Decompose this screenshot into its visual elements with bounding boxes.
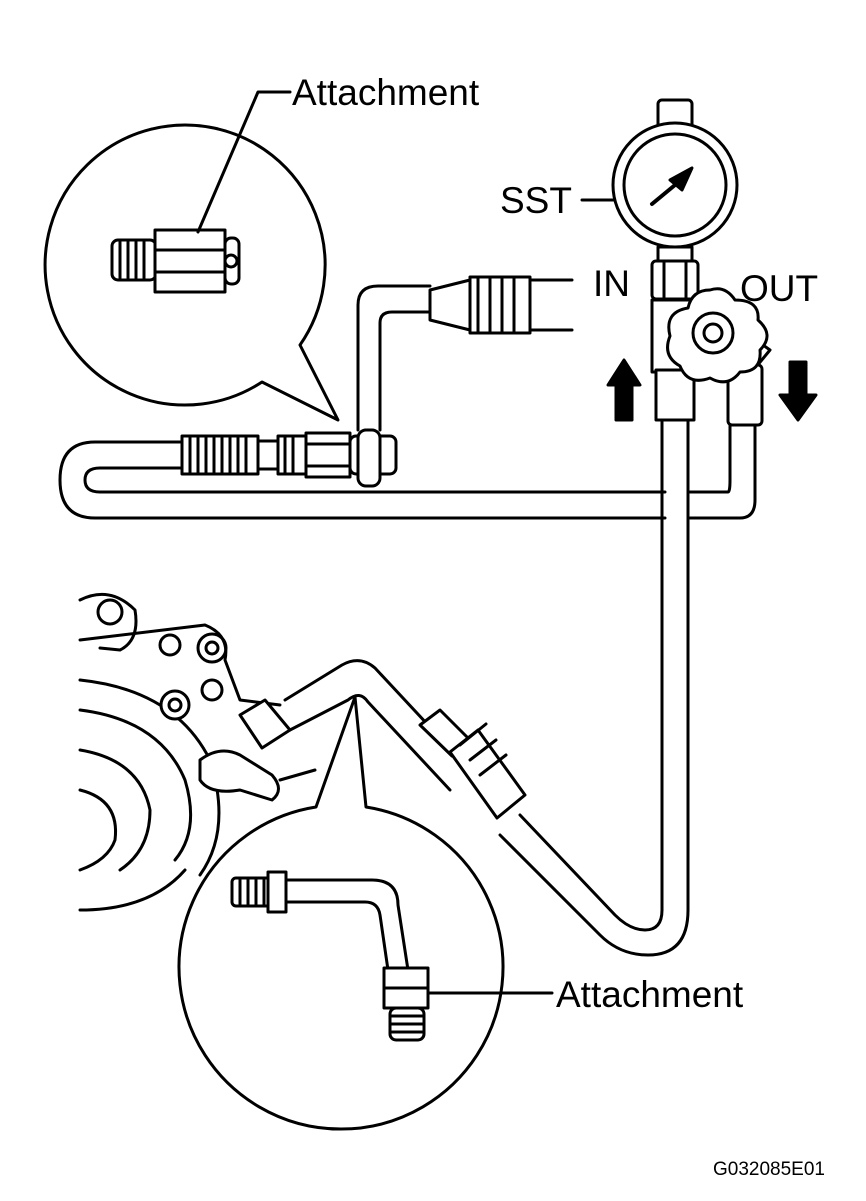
upper-hose-coupling	[180, 428, 398, 488]
label-attachment-top: Attachment	[292, 72, 480, 113]
leader-attachment-top	[196, 90, 292, 234]
label-out: OUT	[740, 268, 819, 309]
in-hose-fitting	[428, 275, 574, 335]
lower-hose-coupling	[418, 708, 527, 820]
lower-hose	[283, 659, 690, 957]
arrow-down-icon	[778, 360, 818, 422]
attachment-fitting-bottom	[230, 870, 430, 1042]
figure-code: G032085E01	[713, 1159, 825, 1180]
gauge-outlet-hose	[660, 418, 690, 912]
arrow-up-icon	[606, 358, 642, 422]
upper-hose	[58, 284, 757, 520]
label-sst: SST	[500, 180, 572, 221]
pump-icon	[78, 592, 317, 912]
gauge-icon	[611, 98, 739, 301]
attachment-fitting-top	[110, 228, 241, 294]
label-in: IN	[593, 263, 630, 304]
label-attachment-bottom: Attachment	[556, 974, 744, 1015]
valve-knob-icon	[666, 287, 769, 384]
